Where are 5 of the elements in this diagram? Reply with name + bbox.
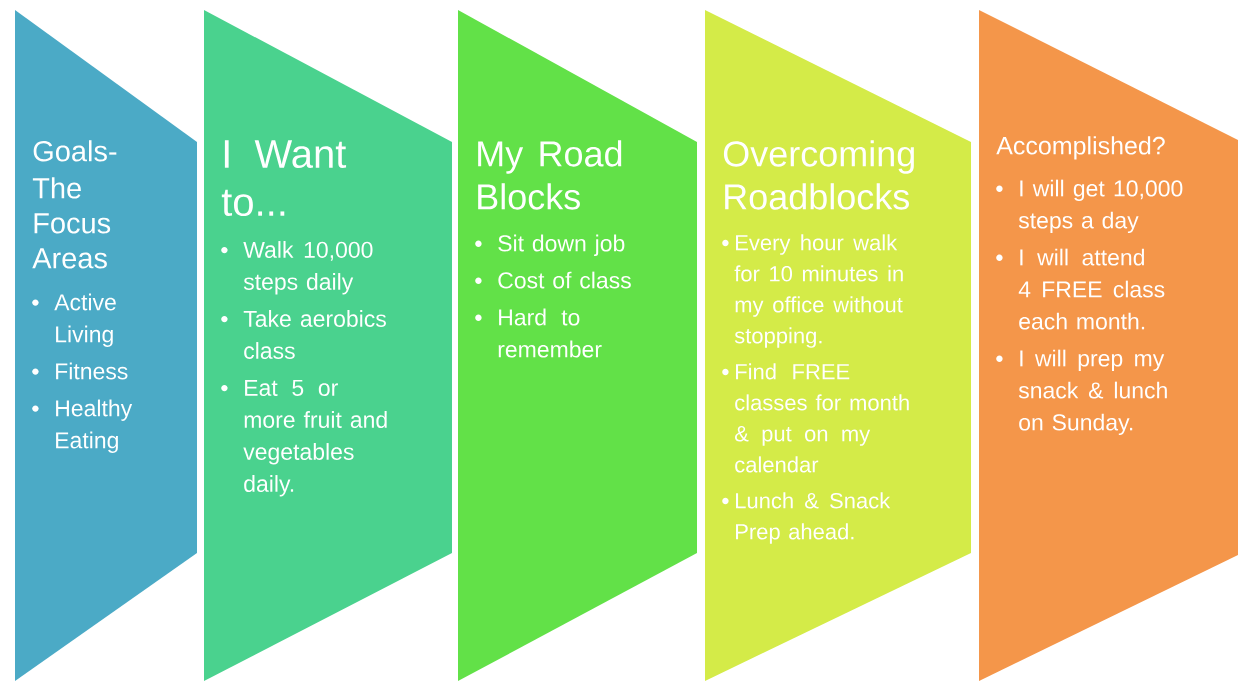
step-panel: Overcoming Roadblocks Every hour walk for 10 minutes in my office without stopping. Find FREE classes for month & put on my calendar Lunch & Snack Prep ahead. xyxy=(705,10,971,681)
step-panel: I Want to... Walk 10,000 steps daily Take aerobics class Eat 5 or more fruit and vegetables daily. xyxy=(204,10,452,681)
step-panel: My Road Blocks Sit down job Cost of class Hard to remember xyxy=(458,10,697,681)
step-panel: Goals- The Focus Areas Active Living Fitness Healthy Eating xyxy=(15,10,197,681)
step-panel: Accomplished? I will get 10,000 steps a day I will attend 4 FREE class each month. I will prep my snack & lunch on Sunday. xyxy=(979,10,1238,681)
